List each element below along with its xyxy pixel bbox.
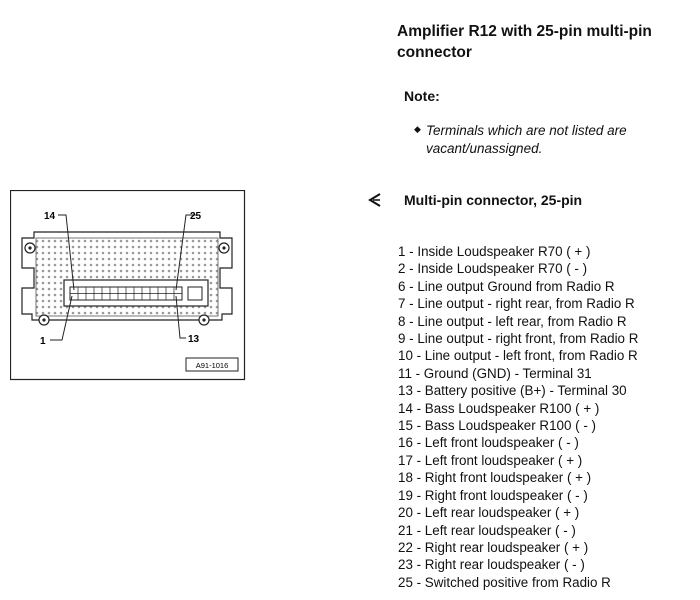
pin-1-label: 1 bbox=[40, 336, 46, 347]
list-item: 7 - Line output - right rear, from Radio… bbox=[398, 296, 635, 312]
note-text: Terminals which are not listed are vacan… bbox=[426, 123, 627, 156]
pin-14-label: 14 bbox=[44, 211, 56, 222]
list-item: 11 - Ground (GND) - Terminal 31 bbox=[398, 365, 592, 381]
list-item: 10 - Line output - left front, from Radi… bbox=[398, 348, 638, 364]
note-label: Note: bbox=[404, 88, 440, 104]
diamond-bullet-icon: ◆ bbox=[414, 124, 421, 134]
list-item: 18 - Right front loudspeaker ( + ) bbox=[398, 470, 592, 486]
list-item: 6 - Line output Ground from Radio R bbox=[398, 278, 615, 294]
list-item: 16 - Left front loudspeaker ( - ) bbox=[398, 435, 579, 451]
list-item: 21 - Left rear loudspeaker ( - ) bbox=[398, 522, 576, 538]
list-item: 13 - Battery positive (B+) - Terminal 30 bbox=[398, 383, 627, 399]
list-item: 19 - Right front loudspeaker ( - ) bbox=[398, 487, 588, 503]
list-item: 25 - Switched positive from Radio R bbox=[398, 574, 611, 590]
list-item: 17 - Left front loudspeaker ( + ) bbox=[398, 452, 583, 468]
connector-heading: Multi-pin connector, 25-pin bbox=[404, 192, 583, 208]
figure-id: A91-1016 bbox=[196, 361, 229, 370]
list-item: 23 - Right rear loudspeaker ( - ) bbox=[398, 557, 585, 573]
list-item: 2 - Inside Loudspeaker R70 ( - ) bbox=[398, 261, 588, 277]
pin-13-label: 13 bbox=[188, 334, 200, 345]
page-title: Amplifier R12 with 25-pin multi-pin conn… bbox=[397, 23, 652, 61]
list-item: 1 - Inside Loudspeaker R70 ( + ) bbox=[398, 244, 591, 259]
pointer-arrow-icon bbox=[368, 193, 381, 207]
pin-25-label: 25 bbox=[190, 211, 202, 222]
list-item: 22 - Right rear loudspeaker ( + ) bbox=[398, 539, 589, 555]
connector-diagram: 14 25 1 13 A91-1016 bbox=[10, 190, 246, 381]
list-item: 8 - Line output - left rear, from Radio … bbox=[398, 313, 627, 329]
pin-list: 1 - Inside Loudspeaker R70 ( + ) 2 - Ins… bbox=[398, 243, 638, 591]
list-item: 14 - Bass Loudspeaker R100 ( + ) bbox=[398, 400, 600, 416]
list-item: 20 - Left rear loudspeaker ( + ) bbox=[398, 505, 580, 521]
list-item: 9 - Line output - right front, from Radi… bbox=[398, 331, 639, 347]
list-item: 15 - Bass Loudspeaker R100 ( - ) bbox=[398, 418, 596, 434]
